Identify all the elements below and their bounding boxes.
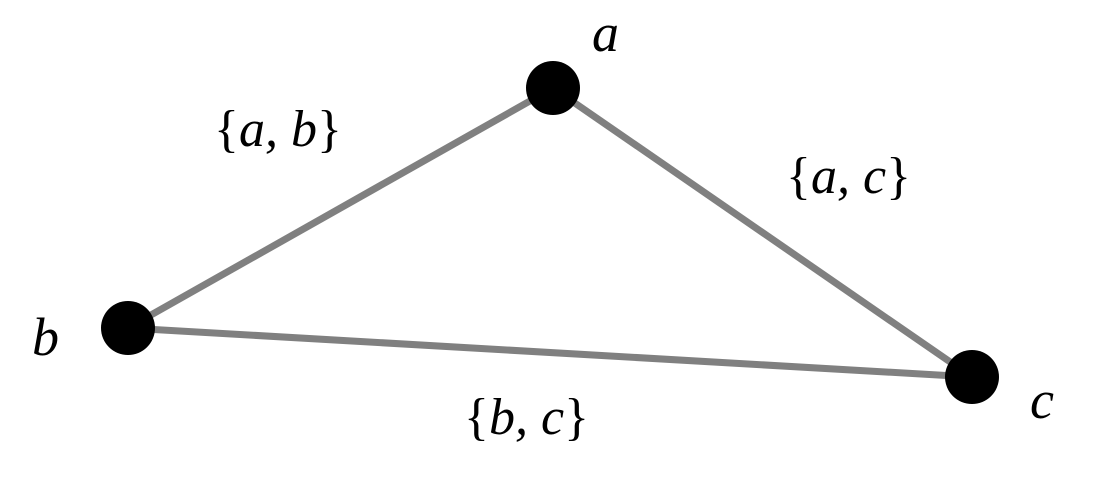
- vertex-label-c: c: [1030, 370, 1054, 430]
- edge-label-ac-open: {: [786, 148, 811, 205]
- edge-label-ab: {a, b}: [214, 101, 342, 158]
- edge-label-ab-inner: a, b: [239, 101, 317, 158]
- edge-ab: [126, 84, 555, 332]
- edge-label-ab-close: }: [317, 101, 342, 158]
- vertex-b: [101, 301, 155, 355]
- edge-label-ac-inner: a, c: [811, 148, 886, 205]
- edge-label-bc-inner: b, c: [489, 389, 564, 446]
- vertex-a: [526, 61, 580, 115]
- edge-bc: [127, 324, 973, 381]
- vertex-c: [945, 350, 999, 404]
- vertex-label-b: b: [32, 307, 59, 367]
- edge-label-bc-close: }: [564, 389, 589, 446]
- edge-label-bc: {b, c}: [464, 389, 589, 446]
- vertex-label-a: a: [592, 3, 619, 63]
- edge-label-ac-close: }: [886, 148, 911, 205]
- edge-label-bc-open: {: [464, 389, 489, 446]
- edge-ac: [551, 85, 974, 380]
- edge-label-ab-open: {: [214, 101, 239, 158]
- edge-label-ac: {a, c}: [786, 148, 911, 205]
